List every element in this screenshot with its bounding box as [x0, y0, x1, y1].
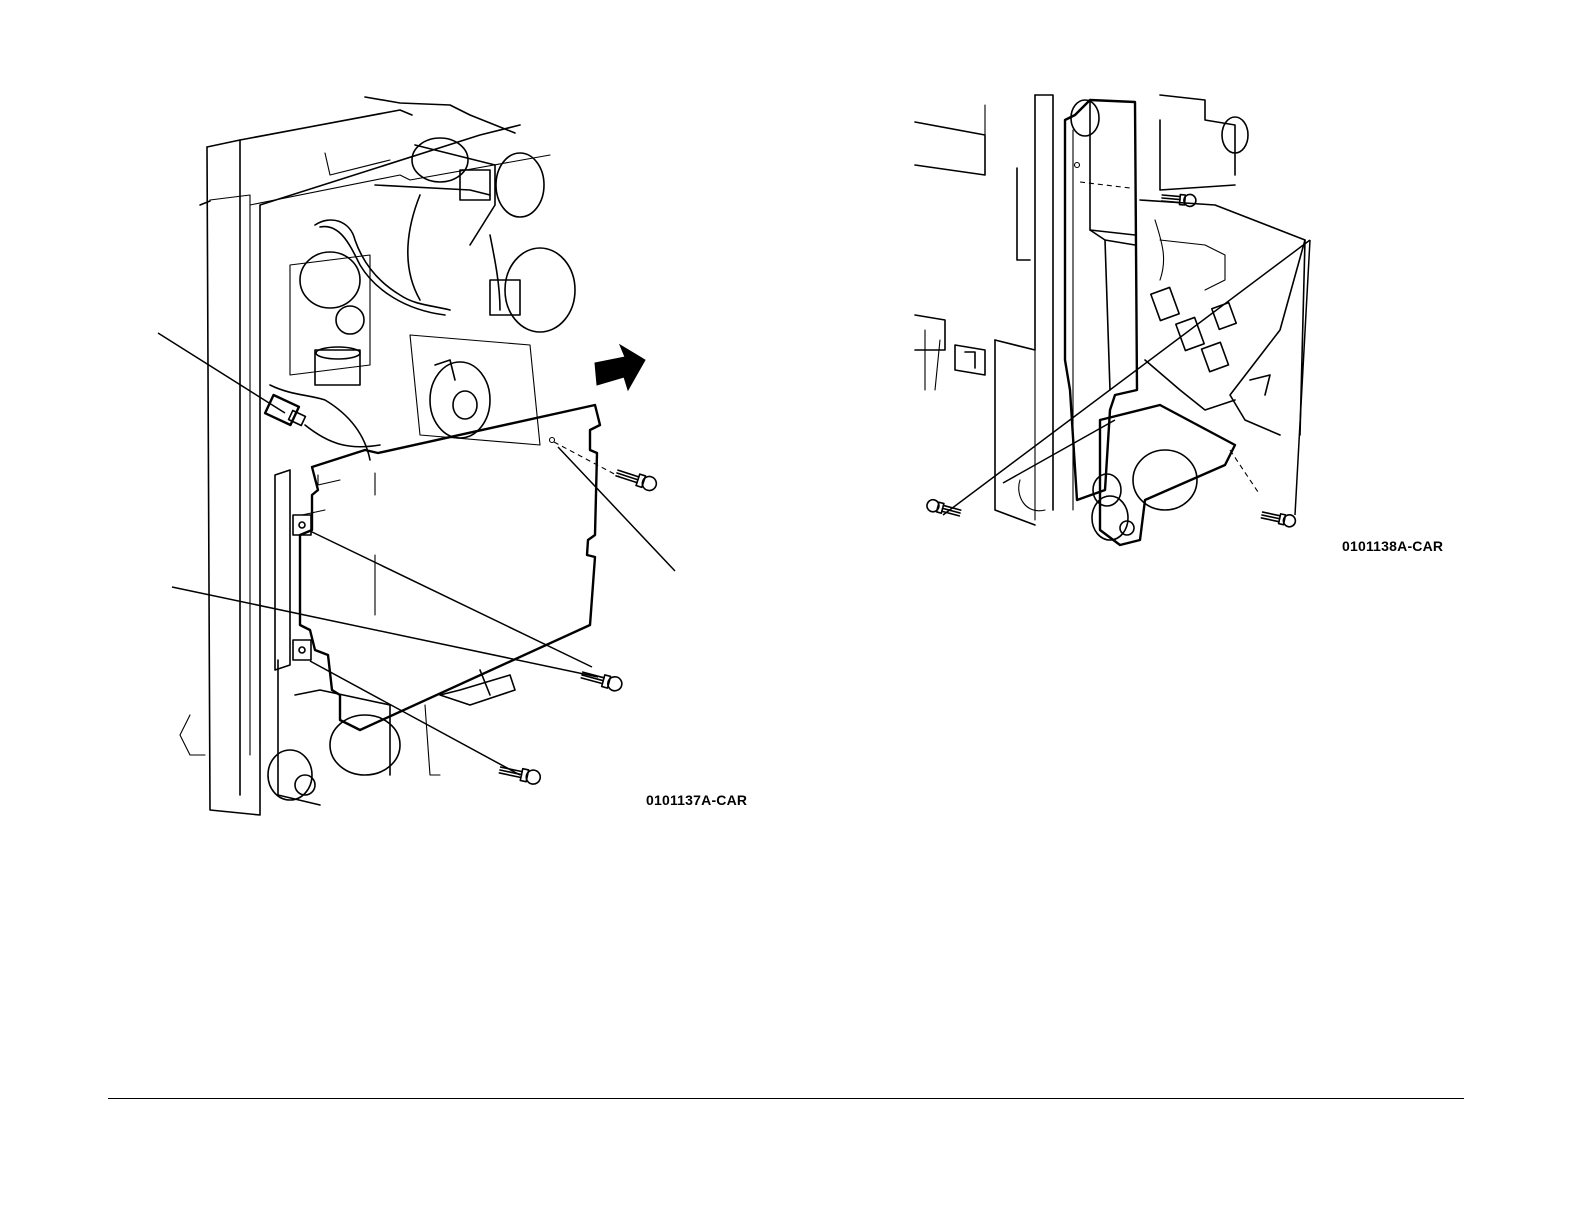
screw-icon [1261, 509, 1297, 528]
connector [265, 395, 305, 425]
screw-icon [615, 466, 658, 492]
right-housing [1140, 95, 1305, 435]
bracket-panel [293, 405, 600, 730]
right-assembly-drawing [905, 90, 1475, 560]
page-divider [108, 1098, 1464, 1099]
lower-motor [268, 660, 515, 805]
screw-icon [926, 498, 962, 518]
figure-caption-left: 0101137A-CAR [646, 792, 747, 808]
screw-icon [1161, 192, 1196, 207]
figure-caption-right: 0101138A-CAR [1342, 538, 1443, 554]
lower-motor [1019, 405, 1235, 545]
screw-icon [580, 668, 623, 692]
arrow-right-icon [595, 345, 645, 390]
left-assembly-drawing [150, 95, 790, 815]
figure-right-assembly: 0101138A-CAR [905, 90, 1475, 560]
figure-left-assembly: 0101137A-CAR [150, 95, 790, 815]
upper-rollers [290, 138, 575, 445]
machine-frame [915, 95, 1053, 525]
side-channel [260, 470, 290, 745]
leader-lines [943, 182, 1310, 515]
